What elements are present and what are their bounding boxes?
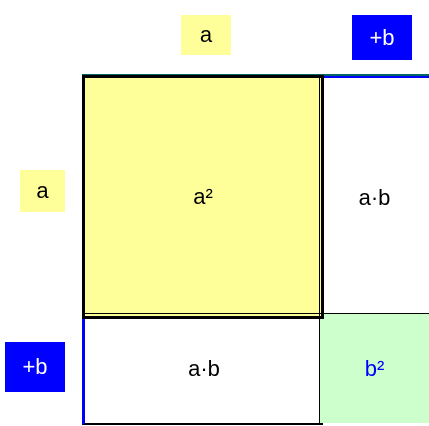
cell-a-squared: a² xyxy=(82,75,324,319)
cell-b-squared-label: b² xyxy=(364,355,385,381)
divider-horizontal xyxy=(82,313,429,314)
divider-vertical xyxy=(319,75,320,423)
top-label-plus-b: +b xyxy=(352,15,412,60)
left-label-a: a xyxy=(20,170,65,212)
cell-ab-bottom-label: a·b xyxy=(188,355,220,381)
cell-ab-right-label: a·b xyxy=(358,184,391,210)
cell-b-squared: b² xyxy=(320,314,429,423)
cell-ab-right: a·b xyxy=(320,75,429,317)
top-label-a: a xyxy=(181,15,231,55)
left-label-plus-b: +b xyxy=(5,342,65,392)
cell-ab-bottom: a·b xyxy=(82,314,323,425)
cell-a-squared-label: a² xyxy=(193,184,213,209)
